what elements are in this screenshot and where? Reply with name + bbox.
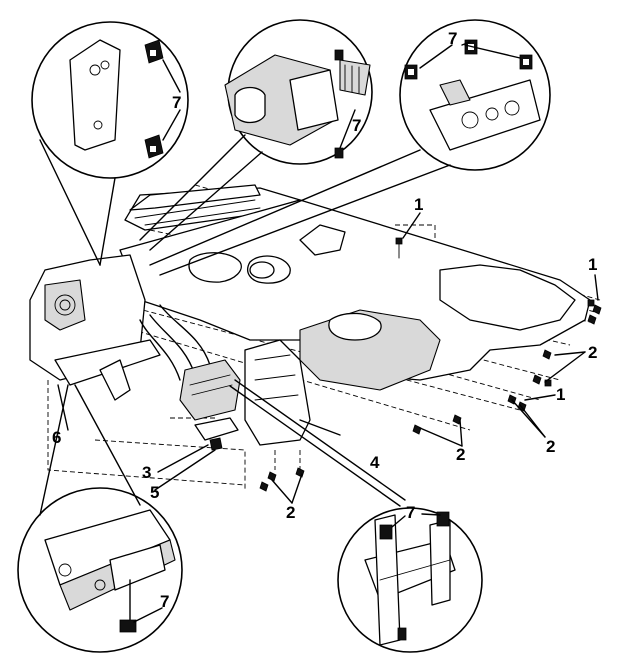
callout-1-top: 1 — [414, 195, 423, 214]
callout-2-far-right: 2 — [546, 437, 555, 456]
callout-2-lower: 2 — [286, 503, 295, 522]
callout-1-right: 1 — [588, 255, 597, 274]
detail-circle-top-right — [149, 19, 551, 276]
callout-7-top-right: 7 — [448, 29, 457, 48]
callout-labels: 1 1 1 2 2 2 2 3 4 5 6 7 7 7 7 7 — [52, 29, 597, 611]
callout-4: 4 — [370, 453, 380, 472]
callout-6: 6 — [52, 428, 61, 447]
callout-3: 3 — [142, 463, 151, 482]
callout-2-right: 2 — [588, 343, 597, 362]
callout-7-top-center: 7 — [352, 116, 361, 135]
bolts-1 — [395, 237, 595, 387]
callout-1-lower: 1 — [556, 385, 565, 404]
callout-7-bottom-right: 7 — [406, 503, 415, 522]
callout-2-center: 2 — [456, 445, 465, 464]
callout-7-top-left: 7 — [172, 93, 181, 112]
callout-5: 5 — [150, 483, 159, 502]
detail-circle-top-left — [31, 21, 189, 266]
detail-circle-top-center — [139, 19, 373, 251]
callout-7-bottom-left: 7 — [160, 592, 169, 611]
detail-circle-bottom-right — [337, 507, 483, 653]
detail-circle-bottom-left — [17, 384, 183, 653]
